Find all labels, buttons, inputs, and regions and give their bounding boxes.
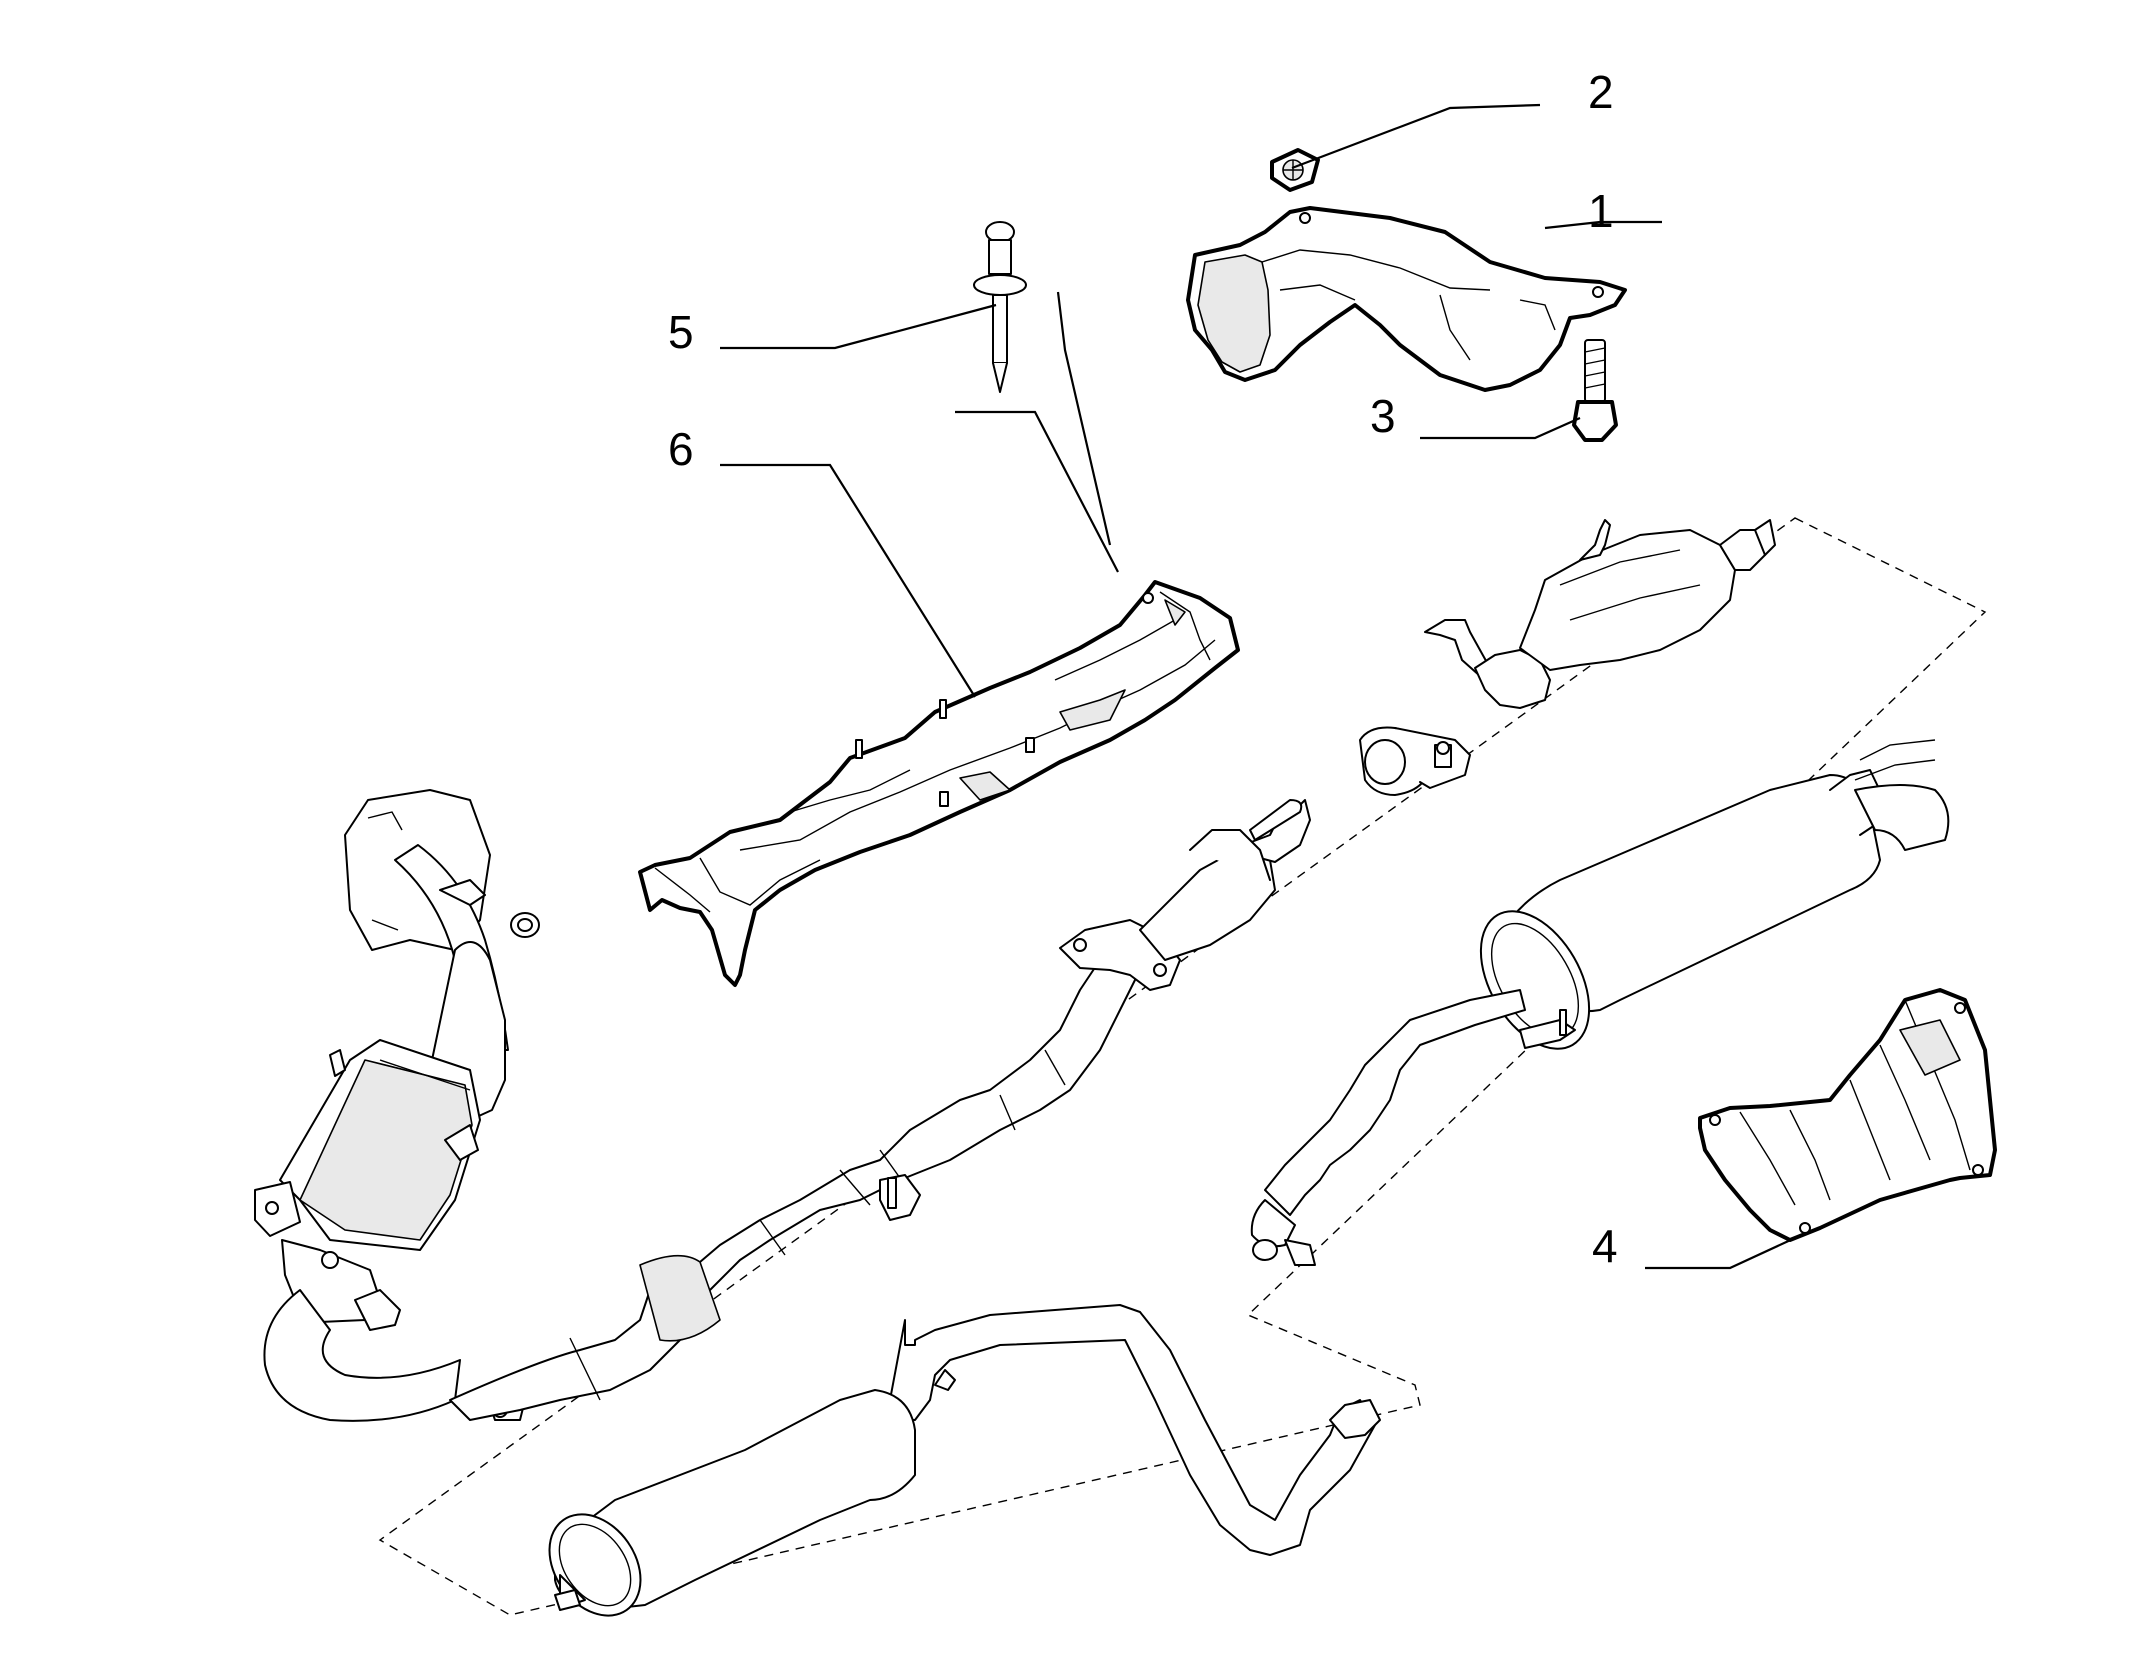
leader-lines (720, 103, 1796, 1270)
part-4-muffler-heat-shield (1698, 988, 1997, 1242)
leader-line-2 (1291, 103, 1541, 170)
callout-1: 1 (1588, 185, 1614, 237)
lower-rear-muffler-tailpipe (548, 1304, 1381, 1617)
callout-3: 3 (1370, 390, 1396, 442)
part-1-heat-shield-upper (1186, 206, 1627, 392)
callout-4: 4 (1592, 1220, 1618, 1272)
leader-line-6 (720, 463, 976, 698)
callout-5: 5 (668, 306, 694, 358)
front-pipe-assembly (449, 799, 1311, 1421)
part-3-bolt (1572, 339, 1618, 442)
part-2-clip-nut (1270, 148, 1320, 192)
callout-6: 6 (668, 423, 694, 475)
part-5-push-rivet (973, 221, 1027, 393)
front-downpipe-catalytic-converter (254, 789, 540, 1422)
callout-numbers: 1 2 3 4 5 6 (668, 66, 1618, 1272)
leader-line-4 (1645, 1237, 1796, 1270)
callout-2: 2 (1588, 66, 1614, 118)
leader-line-5 (720, 303, 997, 350)
rear-catalytic-converter-clamp (1359, 519, 1776, 796)
leader-line-1 (1544, 220, 1662, 230)
part-6-heat-shield-center (638, 580, 1240, 987)
rear-muffler-right (1250, 739, 1950, 1266)
leader-line-rivet-a (1056, 291, 1112, 546)
leader-line-3 (1420, 416, 1581, 440)
leader-line-rivet-b (955, 410, 1119, 573)
